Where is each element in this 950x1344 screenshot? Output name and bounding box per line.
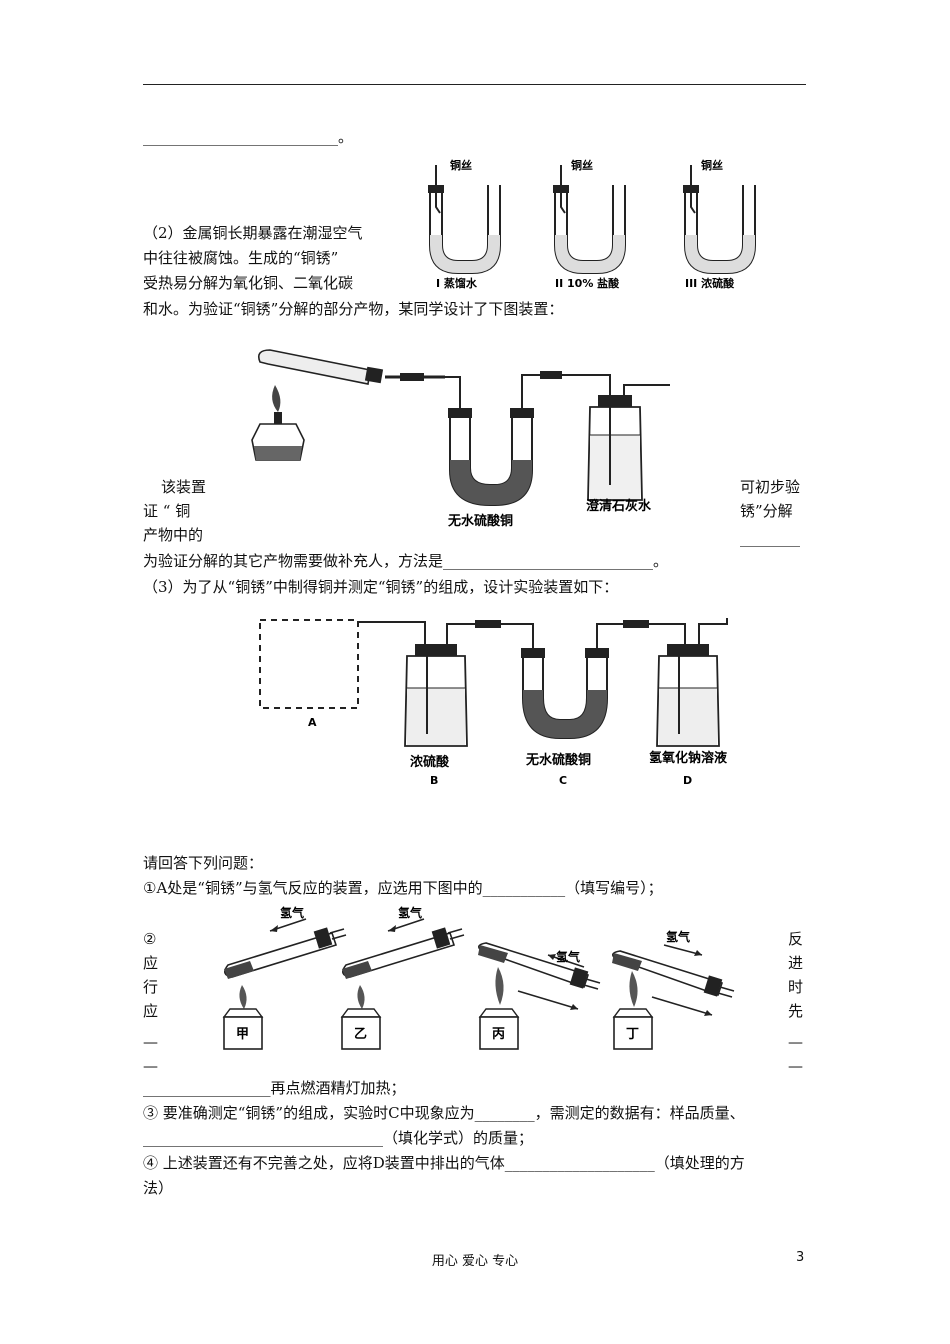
hydrogen-label-ding: 氢气: [666, 929, 690, 944]
q2-left-char-5: —: [143, 1033, 158, 1051]
option-name-yi: 乙: [354, 1027, 367, 1042]
q2-right-char-5: —: [788, 1033, 803, 1051]
device-d-bottle: 氢氧化钠溶液 D: [649, 618, 728, 787]
side-text-left-1: 该装置: [161, 478, 207, 496]
device-a-placeholder: A: [259, 619, 426, 729]
heated-test-tube: [257, 349, 461, 410]
q2-right-char-2: 进: [788, 954, 804, 972]
u-tube-caption-1: I 蒸馏水: [436, 276, 478, 290]
copper-corrosion-u-tubes-figure: 铜丝 I 蒸馏水 铜丝 II 10% 盐酸 铜丝 III 浓硫酸: [428, 158, 756, 290]
q2-right-char-1: 反: [788, 930, 804, 948]
q2-right-char-4: 先: [788, 1002, 804, 1020]
sodium-hydroxide-label: 氢氧化钠溶液: [649, 750, 727, 766]
page-footer: 用心 爱心 专心: [431, 1254, 519, 1269]
device-letter-a: A: [308, 716, 317, 729]
paragraph-3-line-1: （3）为了从“铜锈”中制得铜并测定“铜锈”的组成，设计实验装置如下：: [143, 578, 619, 596]
anhydrous-copper-sulfate-label-c: 无水硫酸铜: [525, 752, 591, 768]
question-4-line-2: 法）: [143, 1179, 174, 1197]
side-text-left-2: 证 “ 铜: [143, 502, 191, 520]
q2-left-char-3: 行: [143, 978, 159, 996]
option-name-bing: 丙: [492, 1027, 505, 1042]
page-number: 3: [796, 1250, 805, 1265]
question-3-line-2: ________________________________（填化学式）的质…: [143, 1129, 534, 1147]
questions-intro: 请回答下列问题：: [143, 854, 264, 872]
option-bing: 氢气 丙: [478, 942, 601, 1050]
q2-left-char-1: ②: [143, 930, 157, 948]
header-rule: [143, 84, 806, 85]
question-4-line-1: ④ 上述装置还有不完善之处，应将D装置中排出的气体_______________…: [143, 1154, 745, 1172]
hydrogen-label-yi: 氢气: [398, 905, 422, 920]
hydrogen-reduction-options-figure: 氢气 甲 氢气 乙 氢气 丙: [222, 905, 735, 1050]
side-text-right-3: ________: [740, 529, 800, 547]
u-tube-caption-2: II 10% 盐酸: [555, 276, 620, 290]
question-3-line-1: ③ 要准确测定“铜锈”的组成，实验时C中现象应为________，需测定的数据有…: [143, 1104, 745, 1122]
paragraph-2-line-3: 受热易分解为氧化铜、二氧化碳: [143, 274, 354, 292]
decomposition-apparatus-figure: 无水硫酸铜 澄清石灰水: [251, 349, 670, 529]
hydrogen-label-jia: 氢气: [280, 905, 304, 920]
paragraph-2-line-4: 和水。为验证“铜锈”分解的部分产物，某同学设计了下图装置：: [143, 300, 564, 318]
copper-wire-label-2: 铜丝: [570, 158, 593, 172]
question-1: ①A处是“铜锈”与氢气反应的装置，应选用下图中的___________（填写编号…: [143, 879, 663, 897]
copper-wire-label-3: 铜丝: [700, 158, 723, 172]
hydrogen-label-bing: 氢气: [556, 949, 580, 964]
device-c-u-tube: 无水硫酸铜 C: [521, 620, 686, 787]
copper-wire-label-1: 铜丝: [449, 158, 472, 172]
device-letter-c: C: [559, 774, 567, 787]
device-letter-d: D: [683, 774, 692, 787]
option-name-ding: 丁: [626, 1027, 639, 1042]
q2-left-char-6: —: [143, 1057, 158, 1075]
u-tube-caption-3: III 浓硫酸: [685, 276, 735, 290]
limewater-bottle: 澄清石灰水: [586, 384, 670, 514]
option-jia: 氢气 甲: [222, 905, 347, 1050]
anhydrous-copper-sulfate-label: 无水硫酸铜: [447, 513, 513, 529]
option-ding: 氢气 丁: [612, 929, 735, 1050]
u-tube-3: 铜丝 III 浓硫酸: [683, 158, 756, 290]
option-name-jia: 甲: [236, 1027, 249, 1042]
option-yi: 氢气 乙: [340, 905, 465, 1050]
q2-right-char-6: —: [788, 1057, 803, 1075]
q2-left-char-2: 应: [143, 954, 159, 972]
side-text-left-3: 产物中的: [143, 526, 204, 544]
composition-apparatus-figure: A 浓硫酸 B 无水硫酸铜 C 氢氧化钠溶液 D: [259, 618, 728, 787]
paragraph-2-line-5: 为验证分解的其它产物需要做补充人，方法是____________________…: [143, 552, 669, 570]
paragraph-2-line-2: 中往往被腐蚀。生成的“铜锈”: [143, 249, 339, 267]
device-letter-b: B: [430, 774, 438, 787]
paragraph-2-line-1: （2）金属铜长期暴露在潮湿空气: [143, 224, 363, 242]
device-b-bottle: 浓硫酸 B: [404, 620, 534, 787]
q2-left-char-4: 应: [143, 1002, 159, 1020]
q2-right-char-3: 时: [788, 978, 804, 996]
u-tube-2: 铜丝 II 10% 盐酸: [553, 158, 626, 290]
side-text-right-2: 锈”分解: [740, 502, 793, 520]
question-2-end: _________________再点燃酒精灯加热；: [143, 1079, 406, 1097]
alcohol-lamp: [251, 385, 305, 461]
u-tube-anhydrous-copper-sulfate: 无水硫酸铜: [447, 371, 611, 529]
side-text-right-1: 可初步验: [740, 478, 801, 496]
conc-sulfuric-acid-label: 浓硫酸: [410, 754, 450, 770]
limewater-label: 澄清石灰水: [586, 498, 652, 514]
u-tube-1: 铜丝 I 蒸馏水: [428, 158, 501, 290]
answer-blank-line: __________________________。: [143, 128, 354, 146]
